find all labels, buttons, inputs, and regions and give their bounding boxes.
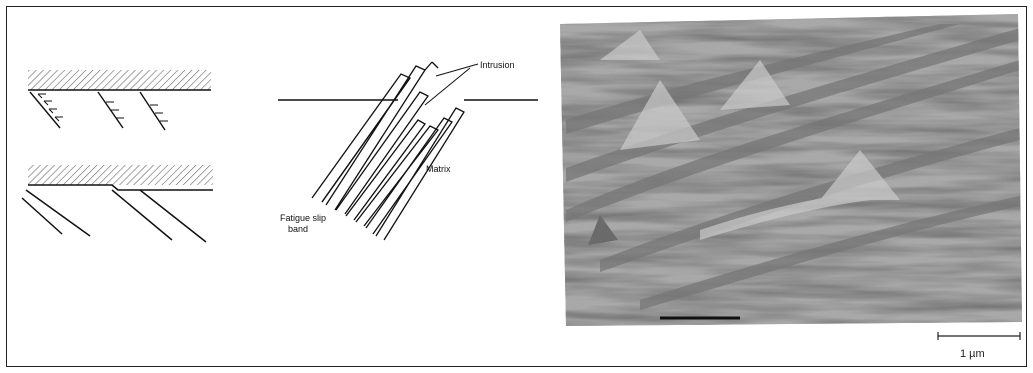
slip-step-diagram-bottom [22,165,213,242]
intrusion-label: Intrusion [480,60,515,70]
scale-bar: 1 µm [938,332,1020,360]
intrusion-leader [436,64,478,76]
matrix-label: Matrix [426,164,451,174]
slip-band-diagram: Intrusion Matrix Fatigue slip band [278,60,538,240]
intrusion-leader-2 [425,68,470,105]
hatched-surface-top [28,70,211,90]
slip-line-b [26,190,90,236]
fatigue-slip-band-label-2: band [288,224,308,234]
slip-line-d [140,190,206,242]
slip-plane-3 [140,92,168,130]
fatigue-slip-band-label-1: Fatigue slip [280,213,326,223]
hatched-surface-bottom [28,165,213,185]
stepped-surface-line [28,185,213,190]
slip-plane-1 [30,92,63,128]
slip-line-a [22,198,62,234]
slip-plane-2 [98,92,124,128]
slip-lamellae [312,62,464,240]
slip-line-c [112,190,172,240]
scale-bar-label: 1 µm [960,348,985,360]
slip-step-diagram-top [28,70,211,130]
sem-micrograph [556,10,1026,330]
